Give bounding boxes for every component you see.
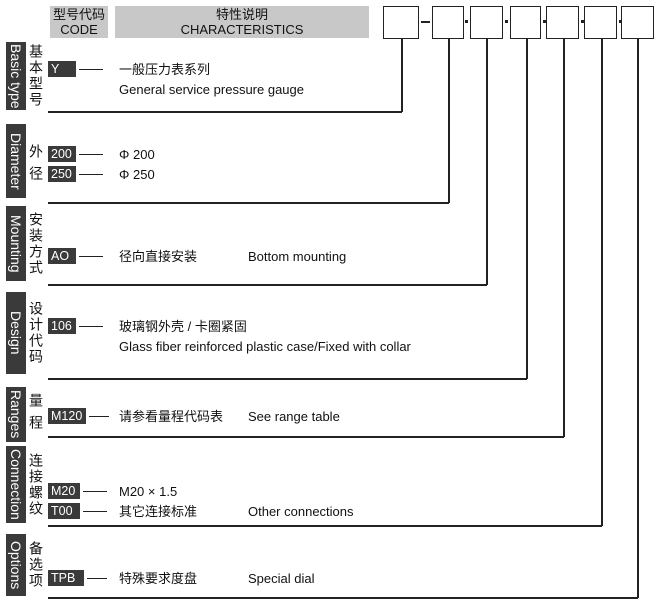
section-label-zh: 备选项	[28, 541, 44, 589]
connection-t00-en-text: Other connections	[248, 504, 354, 519]
diameter-250-text: Φ 250	[119, 167, 155, 182]
connector-options-h	[48, 597, 638, 599]
leader-line	[79, 256, 103, 257]
section-label-diameter: Diameter 外径	[6, 124, 46, 198]
ranges-en-text: See range table	[248, 409, 340, 424]
leader-line	[89, 416, 109, 417]
code-box-basic[interactable]	[383, 6, 419, 39]
connector-diameter	[448, 39, 450, 203]
diameter-200-text: Φ 200	[119, 147, 155, 162]
connection-m20-text: M20 × 1.5	[119, 484, 178, 499]
connector-basic-h	[48, 111, 402, 113]
mounting-zh-text: 径向直接安装	[119, 249, 198, 264]
code-dot	[505, 20, 508, 23]
design-en-text: Glass fiber reinforced plastic case/Fixe…	[119, 339, 411, 354]
connector-diameter-h	[48, 202, 449, 204]
connector-design	[526, 39, 528, 379]
connector-connection-h	[48, 525, 602, 527]
leader-line	[79, 154, 103, 155]
section-label-options: Options 备选项	[6, 534, 46, 596]
code-badge-ranges: M120	[48, 408, 86, 424]
leader-line	[83, 491, 107, 492]
code-dash	[421, 21, 430, 23]
connector-mounting	[486, 39, 488, 285]
ranges-zh-text: 请参看量程代码表	[119, 409, 224, 424]
code-header: 型号代码 CODE	[50, 6, 108, 38]
section-label-zh: 设计代码	[28, 301, 44, 365]
code-header-zh: 型号代码	[52, 7, 105, 22]
mounting-en-text: Bottom mounting	[248, 249, 347, 264]
section-label-en: Mounting	[6, 206, 26, 281]
section-label-en: Diameter	[6, 124, 26, 198]
connection-t00-zh-text: 其它连接标准	[119, 504, 198, 519]
section-label-ranges: Ranges 量程	[6, 387, 46, 442]
code-badge-mounting: AO	[48, 248, 76, 264]
code-box-ranges[interactable]	[546, 6, 579, 39]
section-label-zh: 量程	[28, 392, 44, 437]
code-box-mounting[interactable]	[470, 6, 503, 39]
code-badge-200: 200	[48, 146, 76, 162]
code-dot	[543, 20, 546, 23]
options-zh-text: 特殊要求度盘	[119, 571, 198, 586]
leader-line	[79, 174, 103, 175]
section-label-en: Options	[6, 534, 26, 596]
section-label-en: Connection	[6, 446, 26, 523]
connector-basic	[401, 39, 403, 112]
section-label-zh: 基本型号	[28, 44, 44, 108]
code-badge-m20: M20	[48, 483, 80, 499]
section-label-mounting: Mounting 安装方式	[6, 206, 46, 281]
section-label-en: Basic type	[6, 42, 26, 110]
characteristics-header-zh: 特性说明	[215, 7, 268, 22]
connector-design-h	[48, 378, 527, 380]
section-label-zh: 安装方式	[28, 211, 44, 276]
code-box-connection[interactable]	[584, 6, 617, 39]
leader-line	[79, 69, 103, 70]
connector-mounting-h	[48, 284, 487, 286]
basic-zh-text: 一般压力表系列	[119, 62, 211, 77]
leader-line	[79, 326, 103, 327]
options-en-text: Special dial	[248, 571, 315, 586]
characteristics-header: 特性说明 CHARACTERISTICS	[115, 6, 369, 38]
code-box-options[interactable]	[621, 6, 654, 39]
code-dot	[581, 20, 584, 23]
section-label-design: Design 设计代码	[6, 292, 46, 374]
code-badge-basic: Y	[48, 61, 76, 77]
section-label-en: Ranges	[6, 387, 26, 442]
code-box-diameter[interactable]	[432, 6, 464, 39]
leader-line	[83, 511, 107, 512]
section-label-connection: Connection 连接螺纹	[6, 446, 46, 523]
connector-ranges	[563, 39, 565, 437]
section-label-zh: 连接螺纹	[28, 452, 44, 517]
code-badge-design: 106	[48, 318, 76, 334]
code-dot	[465, 20, 468, 23]
basic-en-text: General service pressure gauge	[119, 82, 304, 97]
section-label-en: Design	[6, 292, 26, 374]
code-badge-t00: T00	[48, 503, 80, 519]
leader-line	[87, 578, 107, 579]
code-badge-options: TPB	[48, 570, 84, 586]
code-badge-250: 250	[48, 166, 76, 182]
code-header-en: CODE	[60, 22, 98, 37]
characteristics-header-en: CHARACTERISTICS	[180, 22, 304, 37]
connector-ranges-h	[48, 436, 564, 438]
design-zh-text: 玻璃钢外壳 / 卡圈紧固	[119, 319, 247, 334]
code-box-design[interactable]	[510, 6, 541, 39]
section-label-zh: 外径	[28, 144, 44, 188]
code-dot	[619, 20, 622, 23]
connector-connection	[601, 39, 603, 526]
section-label-basic: Basic type 基本型号	[6, 42, 46, 110]
connector-options	[637, 39, 639, 598]
